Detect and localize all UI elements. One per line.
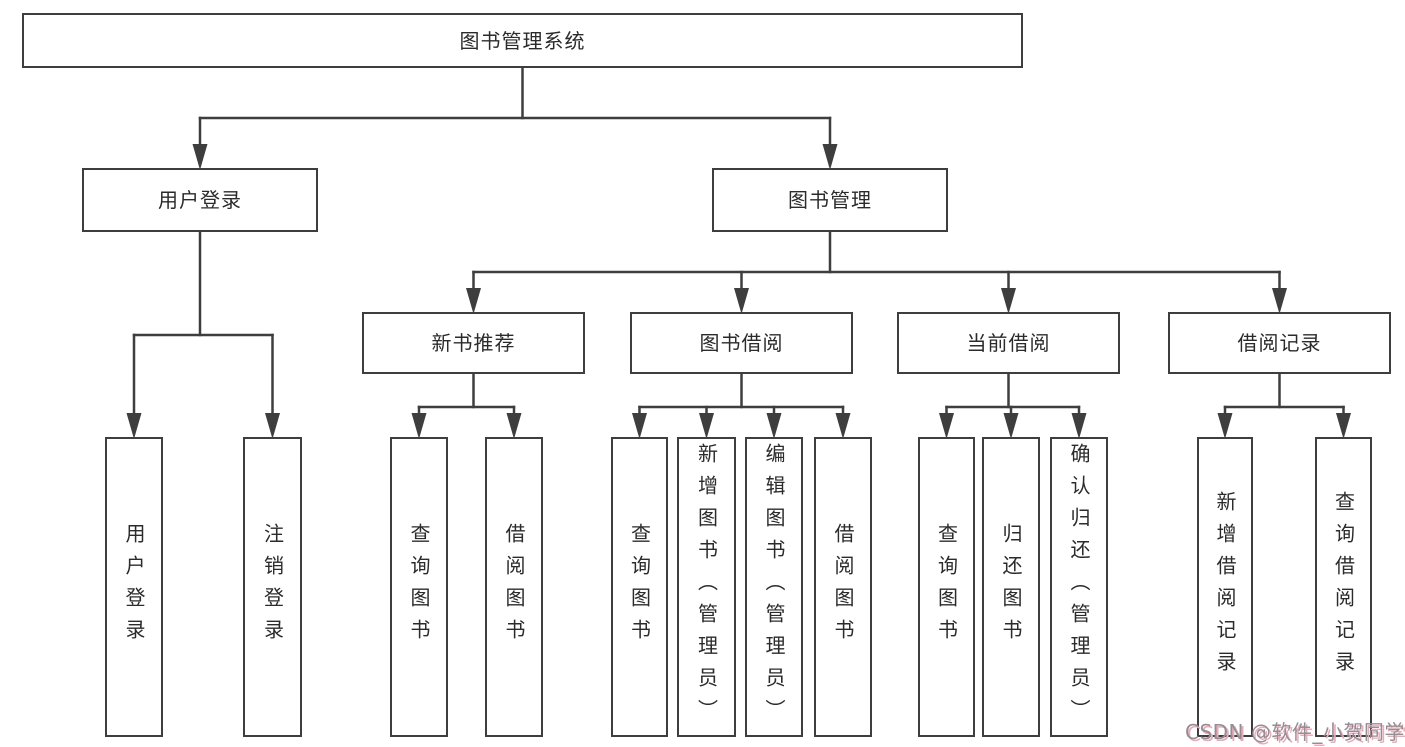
node-leaf-edit-book: 编辑图书（管理员） [745, 437, 803, 737]
node-user-login: 用户登录 [82, 168, 318, 232]
node-label: 查询图书 [627, 523, 652, 651]
node-leaf-borrow-book-2: 借阅图书 [814, 437, 872, 737]
node-label: 确认归还（管理员） [1067, 443, 1091, 731]
arrowhead-icon [734, 288, 749, 314]
node-label: 编辑图书（管理员） [762, 443, 786, 731]
node-label: 查询借阅记录 [1331, 491, 1356, 683]
arrowhead-icon [506, 413, 522, 439]
node-label: 借阅图书 [831, 523, 855, 651]
node-label: 新增借阅记录 [1213, 491, 1237, 683]
arrowhead-icon [822, 144, 838, 170]
arrowhead-icon [1217, 413, 1233, 439]
node-label: 图书借阅 [699, 331, 784, 355]
node-label: 借阅记录 [1237, 331, 1322, 355]
node-leaf-add-record: 新增借阅记录 [1197, 437, 1253, 737]
node-leaf-logout: 注销登录 [243, 437, 302, 737]
arrowhead-icon [766, 413, 782, 439]
node-leaf-add-book: 新增图书（管理员） [677, 437, 736, 737]
node-label: 归还图书 [999, 523, 1023, 651]
arrowhead-icon [126, 413, 142, 439]
arrowhead-icon [192, 144, 208, 170]
arrowhead-icon [1336, 413, 1351, 439]
arrowhead-icon [939, 413, 954, 439]
node-leaf-user-login: 用户登录 [105, 437, 163, 737]
node-borrow-record: 借阅记录 [1168, 312, 1391, 374]
arrowhead-icon [466, 288, 481, 314]
node-label: 新书推荐 [431, 331, 516, 355]
node-book-mgmt: 图书管理 [712, 168, 948, 232]
node-new-book-rec: 新书推荐 [362, 312, 585, 374]
node-label: 当前借阅 [966, 331, 1051, 355]
node-label: 借阅图书 [502, 523, 526, 651]
node-label: 图书管理系统 [459, 28, 586, 53]
arrowhead-icon [632, 413, 647, 439]
node-label: 用户登录 [122, 523, 146, 651]
node-label: 注销登录 [260, 523, 285, 651]
node-label: 查询图书 [407, 523, 431, 651]
node-current-borrow: 当前借阅 [897, 312, 1120, 374]
arrowhead-icon [699, 413, 714, 439]
arrowhead-icon [1272, 288, 1287, 314]
node-leaf-query-book-3: 查询图书 [918, 437, 975, 737]
arrowhead-icon [1003, 413, 1019, 439]
node-leaf-query-book-2: 查询图书 [611, 437, 668, 737]
arrowhead-icon [1071, 413, 1087, 439]
node-book-borrow: 图书借阅 [630, 312, 853, 374]
arrowhead-icon [265, 413, 280, 439]
node-leaf-confirm-return: 确认归还（管理员） [1050, 437, 1108, 737]
arrowhead-icon [835, 413, 851, 439]
node-root: 图书管理系统 [22, 13, 1023, 68]
node-leaf-query-book-1: 查询图书 [390, 437, 448, 737]
node-label: 图书管理 [788, 188, 872, 212]
node-label: 用户登录 [158, 188, 242, 212]
node-label: 查询图书 [934, 523, 959, 651]
node-leaf-borrow-book-1: 借阅图书 [485, 437, 543, 737]
arrowhead-icon [1001, 288, 1016, 314]
node-label: 新增图书（管理员） [694, 443, 719, 731]
node-leaf-return-book: 归还图书 [982, 437, 1040, 737]
arrowhead-icon [411, 413, 427, 439]
node-leaf-query-record: 查询借阅记录 [1315, 437, 1372, 737]
